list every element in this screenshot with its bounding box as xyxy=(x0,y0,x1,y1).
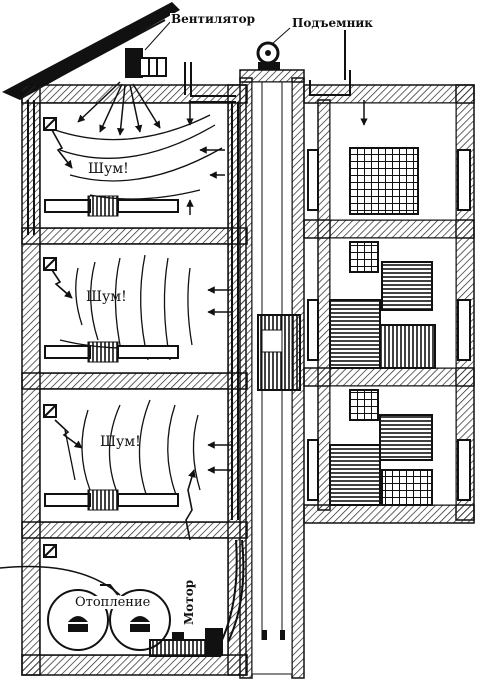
wall-units xyxy=(43,117,57,558)
radiators xyxy=(44,195,179,511)
motor-unit xyxy=(149,539,245,657)
noise-label-floor-1: Шум! xyxy=(88,161,129,177)
roof xyxy=(2,2,180,100)
heating-label: Отопление xyxy=(74,595,152,610)
elevator-label: Подъемник xyxy=(291,16,374,30)
noise-label-floor-2: Шум! xyxy=(86,289,127,305)
noise-arrows xyxy=(51,129,196,541)
noise-label-floor-3: Шум! xyxy=(100,434,141,450)
elevator-shaft xyxy=(251,41,301,675)
motor-label: Мотор xyxy=(182,579,196,625)
label-leaders xyxy=(271,27,291,45)
ventilation-duct xyxy=(27,30,351,520)
stairwell xyxy=(307,102,471,506)
air-arrows xyxy=(77,81,368,474)
ventilator-label: Вентилятор xyxy=(170,12,257,26)
ventilator-unit xyxy=(125,19,173,78)
